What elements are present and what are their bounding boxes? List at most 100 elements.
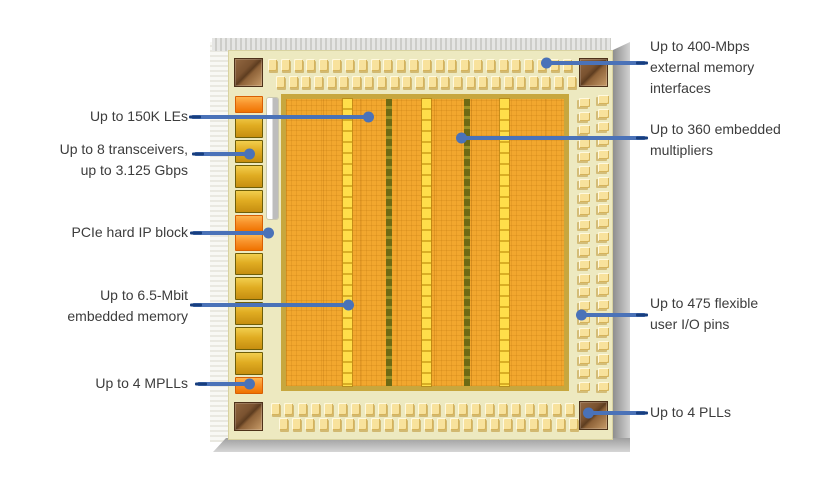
io-pad [598,122,609,132]
io-pad [598,299,609,309]
io-pad [344,418,354,430]
io-pad [326,76,336,88]
io-pad [391,403,401,415]
io-pad [598,327,609,337]
io-pad [579,98,590,107]
io-pad [427,76,437,88]
io-pad [579,246,590,256]
io-pad [371,418,381,430]
io-pad [460,59,470,71]
io-pad [284,403,294,415]
callout-tail [190,303,202,307]
chip-edge-bottom [213,438,630,452]
io-pad [579,327,590,337]
callout-line-plls [583,407,648,419]
io-pad [364,76,374,88]
callout-tail [195,382,207,386]
io-pad [331,418,341,430]
io-pad [579,152,590,162]
embedded-memory-column [422,99,431,386]
io-pad [579,381,590,391]
transceiver-block [235,352,263,376]
label-transceivers: Up to 8 transceivers, up to 3.125 Gbps [59,141,188,178]
io-pad [280,59,290,71]
io-pad [357,59,367,71]
label-emif: Up to 400-Mbps external memory interface… [650,38,755,96]
io-pad [318,418,328,430]
io-pad [421,59,431,71]
io-pad [447,59,457,71]
io-pad [529,418,539,430]
io-pad [397,418,407,430]
io-pad [538,403,548,415]
io-pad [339,76,349,88]
chip-edge-top [212,38,611,51]
io-pad [579,125,590,135]
io-pad-row-top-1 [268,59,572,71]
callout-dot [263,227,274,239]
io-pad [344,59,354,71]
io-pad [444,403,454,415]
pll-corner-block-bottom-left [234,402,263,431]
multiplier-column [464,99,470,386]
io-pad-row-bottom-2 [279,418,578,430]
io-pad [579,273,590,283]
io-pad [579,219,590,229]
transceiver-block [235,327,263,351]
io-pad-column-right-1 [579,98,590,391]
io-pad [503,76,513,88]
io-pad [408,59,418,71]
transceiver-block [235,252,263,276]
io-pad [579,179,590,189]
io-pad [324,403,334,415]
io-pad [598,313,609,323]
io-pad [293,59,303,71]
callout-tail [636,136,648,140]
callout-dot [583,407,594,419]
transceiver-block [235,277,263,301]
pll-corner-block-top-left [234,58,263,87]
embedded-memory-column [343,99,352,386]
callout-tail [192,152,204,156]
io-pad [566,76,576,88]
io-pad [384,418,394,430]
io-pad [579,260,590,270]
multiplier-column [386,99,392,386]
io-pad [271,403,280,415]
io-pad [490,76,500,88]
io-pad [498,403,508,415]
callout-dot [456,132,467,144]
label-io-pins: Up to 475 flexible user I/O pins [650,295,759,332]
io-pad [511,59,521,71]
io-pad [301,76,311,88]
io-pad [516,418,526,430]
callout-dot [244,378,255,390]
callout-line-transceivers [192,148,255,160]
callout-line-io-pins [576,309,648,321]
io-pad [502,418,512,430]
label-multipliers: Up to 360 embedded multipliers [650,121,781,158]
io-pad [598,231,609,241]
callout-line-emif [541,57,648,69]
callout-tail [636,61,648,65]
io-pad [402,76,412,88]
io-pad [478,76,488,88]
io-pad [598,217,609,227]
io-pad [549,59,559,71]
callout-dot [244,148,255,160]
io-pad [579,300,590,310]
io-pad [551,403,561,415]
io-pad-row-bottom-1 [271,403,574,415]
chip-package [228,50,613,440]
callout-dot [363,111,374,123]
callout-line-mplls [195,378,255,390]
io-pad [389,76,399,88]
io-pad [292,418,302,430]
label-les: Up to 150K LEs [89,108,188,124]
transceiver-block-column [235,96,263,395]
hard-ip-block [235,96,263,113]
io-pad [410,418,420,430]
io-pad [579,111,590,121]
io-pad [276,76,285,88]
